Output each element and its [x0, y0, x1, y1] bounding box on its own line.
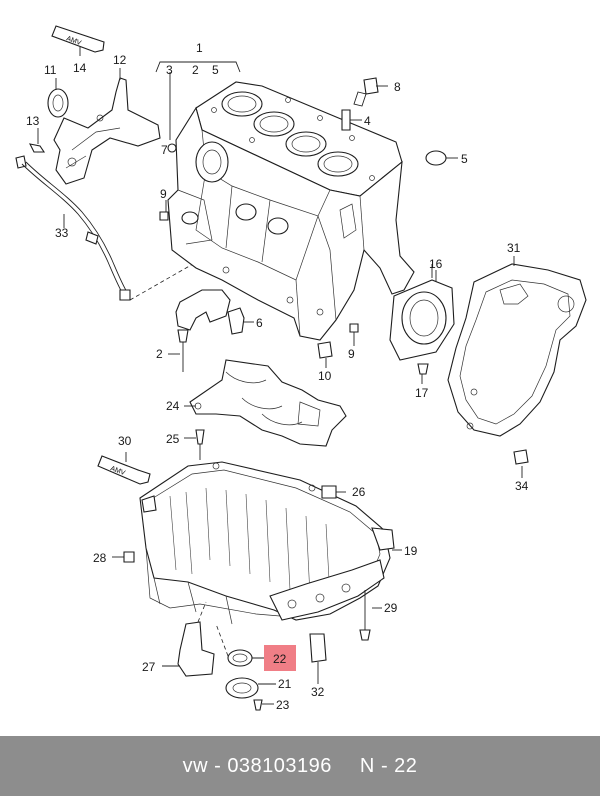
label-14: 14	[73, 61, 87, 75]
label-34: 34	[515, 479, 529, 493]
dipstick-tube	[15, 155, 201, 301]
label-25: 25	[166, 432, 180, 446]
label-31: 31	[507, 241, 521, 255]
plug-26	[321, 485, 337, 499]
gasket	[447, 263, 587, 437]
label-9a: 9	[160, 187, 167, 201]
label-26: 26	[352, 485, 366, 499]
bolt-29	[359, 629, 371, 641]
part-number: 038103196	[227, 754, 332, 777]
highlight-box-22	[264, 645, 296, 671]
part-info-footer: vw - 038103196 N - 22	[0, 736, 600, 796]
label-5a: 5	[212, 63, 219, 77]
position-dash: -	[380, 754, 389, 777]
label-5b: 5	[461, 152, 468, 166]
sealant-tube-top: AMV	[51, 25, 105, 53]
label-7: 7	[161, 143, 168, 157]
part-labels: 1 3 2 5 8 4 5 7 9 6 9 10 2 11 12 13 14 1…	[26, 41, 529, 712]
label-4: 4	[364, 114, 371, 128]
flange-21	[225, 677, 259, 699]
block-small-parts	[159, 77, 458, 372]
tube-label-bottom: AMV	[109, 465, 126, 477]
sealant-tube-bottom: AMV	[97, 455, 151, 485]
label-32: 32	[311, 685, 325, 699]
label-1: 1	[196, 41, 203, 55]
position-prefix: N	[359, 754, 375, 777]
leader-lines	[37, 46, 523, 705]
label-24: 24	[166, 399, 180, 413]
label-2a: 2	[192, 63, 199, 77]
label-11: 11	[44, 63, 57, 77]
engine-block	[155, 61, 415, 341]
dowel-34	[513, 449, 529, 465]
label-3: 3	[166, 63, 173, 77]
label-21: 21	[278, 677, 292, 691]
tube-label-top: AMV	[65, 35, 82, 47]
bracket-assembly	[29, 77, 161, 185]
label-2b: 2	[156, 347, 163, 361]
label-22: 22	[273, 652, 287, 666]
label-19: 19	[404, 544, 418, 558]
parts-diagram: AMV	[15, 25, 587, 712]
label-23: 23	[276, 698, 290, 712]
label-10: 10	[318, 369, 332, 383]
rear-seal-flange	[389, 264, 455, 375]
label-13: 13	[26, 114, 40, 128]
bolt-23	[253, 699, 263, 711]
o-ring-22	[215, 623, 253, 667]
bolt-28	[123, 551, 135, 563]
label-27: 27	[142, 660, 156, 674]
label-17: 17	[415, 386, 429, 400]
label-28: 28	[93, 551, 107, 565]
label-8: 8	[394, 80, 401, 94]
baffle-plate	[189, 359, 347, 447]
label-30: 30	[118, 434, 132, 448]
brand-dash: -	[214, 754, 222, 777]
brand-label: vw	[182, 754, 209, 777]
label-29: 29	[384, 601, 398, 615]
label-16: 16	[429, 257, 443, 271]
label-9b: 9	[348, 347, 355, 361]
sender-27	[177, 601, 215, 677]
label-33: 33	[55, 226, 69, 240]
sensor-32	[309, 633, 327, 663]
oil-pan	[139, 461, 395, 625]
label-6: 6	[256, 316, 263, 330]
bolt-25	[195, 429, 205, 445]
position-number: 22	[394, 754, 418, 777]
label-12: 12	[113, 53, 127, 67]
